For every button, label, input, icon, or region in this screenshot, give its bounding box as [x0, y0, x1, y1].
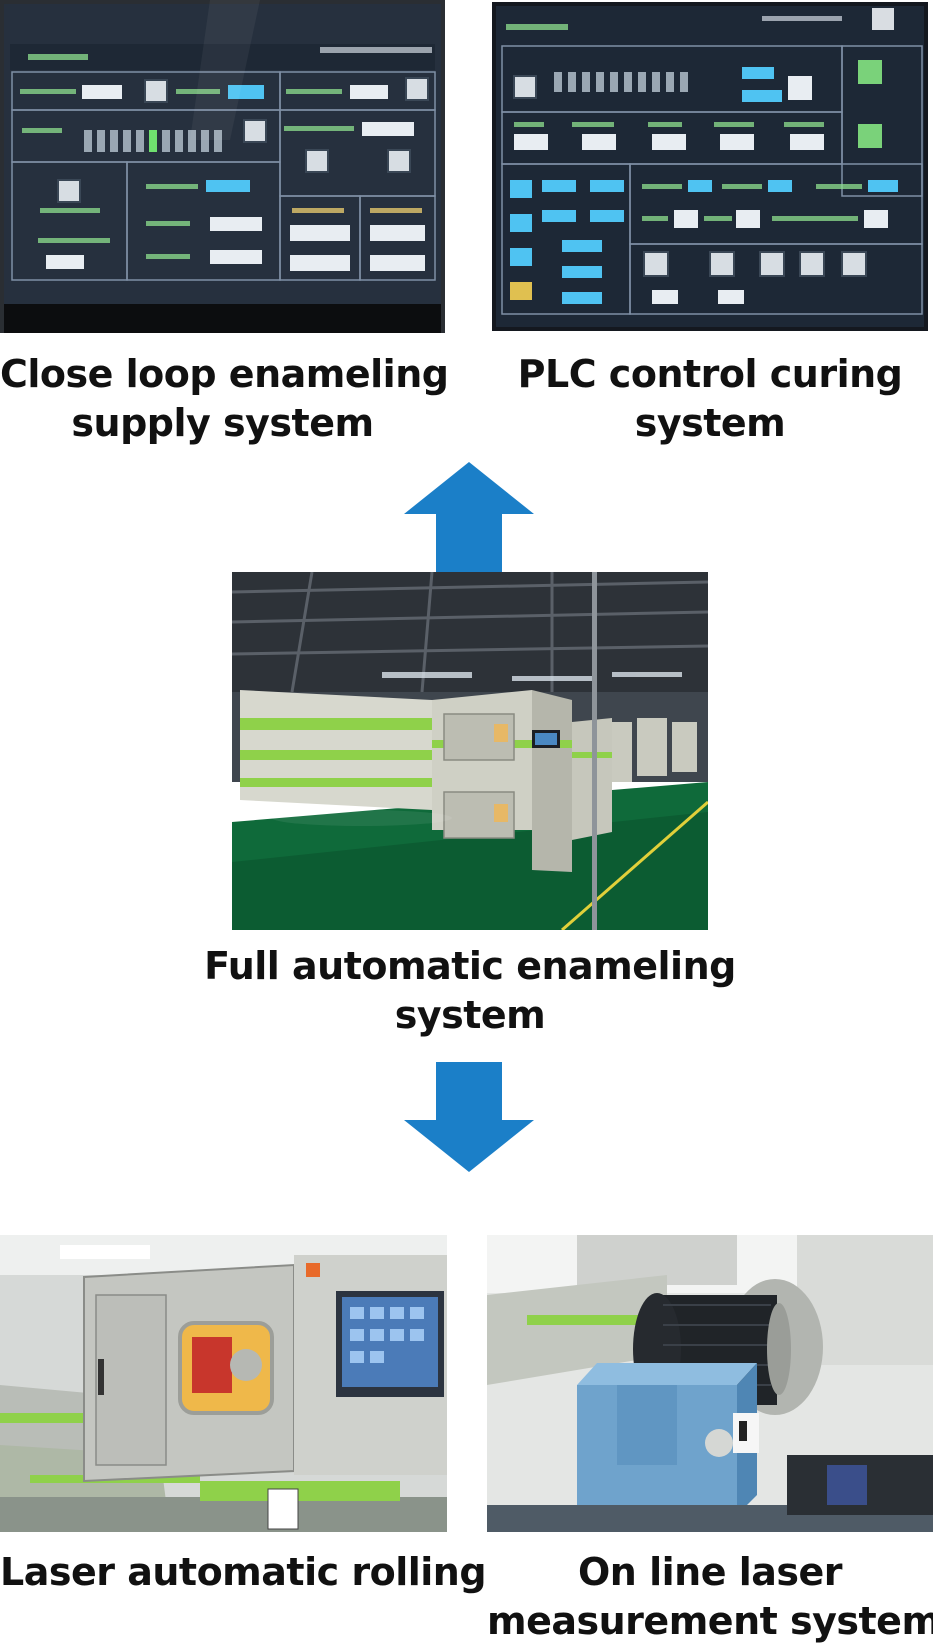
laser-rolling-caption: Laser automatic rolling	[0, 1548, 487, 1597]
supply-system-caption: Close loop enameling supply system	[0, 350, 449, 448]
laser-rolling-photo	[0, 1235, 447, 1532]
laser-measurement-photo	[487, 1235, 933, 1532]
caption-line: PLC control curing	[517, 352, 903, 396]
caption-line: measurement system	[487, 1599, 933, 1643]
full-automatic-system-photo	[232, 572, 708, 930]
caption-line: On line laser	[578, 1550, 843, 1594]
caption-line: system	[634, 401, 786, 445]
laser-measurement-caption: On line laser measurement system	[487, 1548, 933, 1646]
caption-line: Close loop enameling	[0, 352, 449, 396]
plc-curing-caption: PLC control curing system	[492, 350, 928, 448]
arrow-up-icon	[404, 462, 534, 572]
plc-curing-photo	[492, 2, 928, 331]
caption-line: Laser automatic rolling	[0, 1550, 487, 1594]
caption-line: supply system	[71, 401, 374, 445]
arrow-down-icon	[404, 1062, 534, 1172]
caption-line: system	[394, 993, 546, 1037]
caption-line: Full automatic enameling	[204, 944, 736, 988]
full-automatic-system-caption: Full automatic enameling system	[200, 942, 740, 1040]
supply-system-photo	[0, 0, 445, 333]
